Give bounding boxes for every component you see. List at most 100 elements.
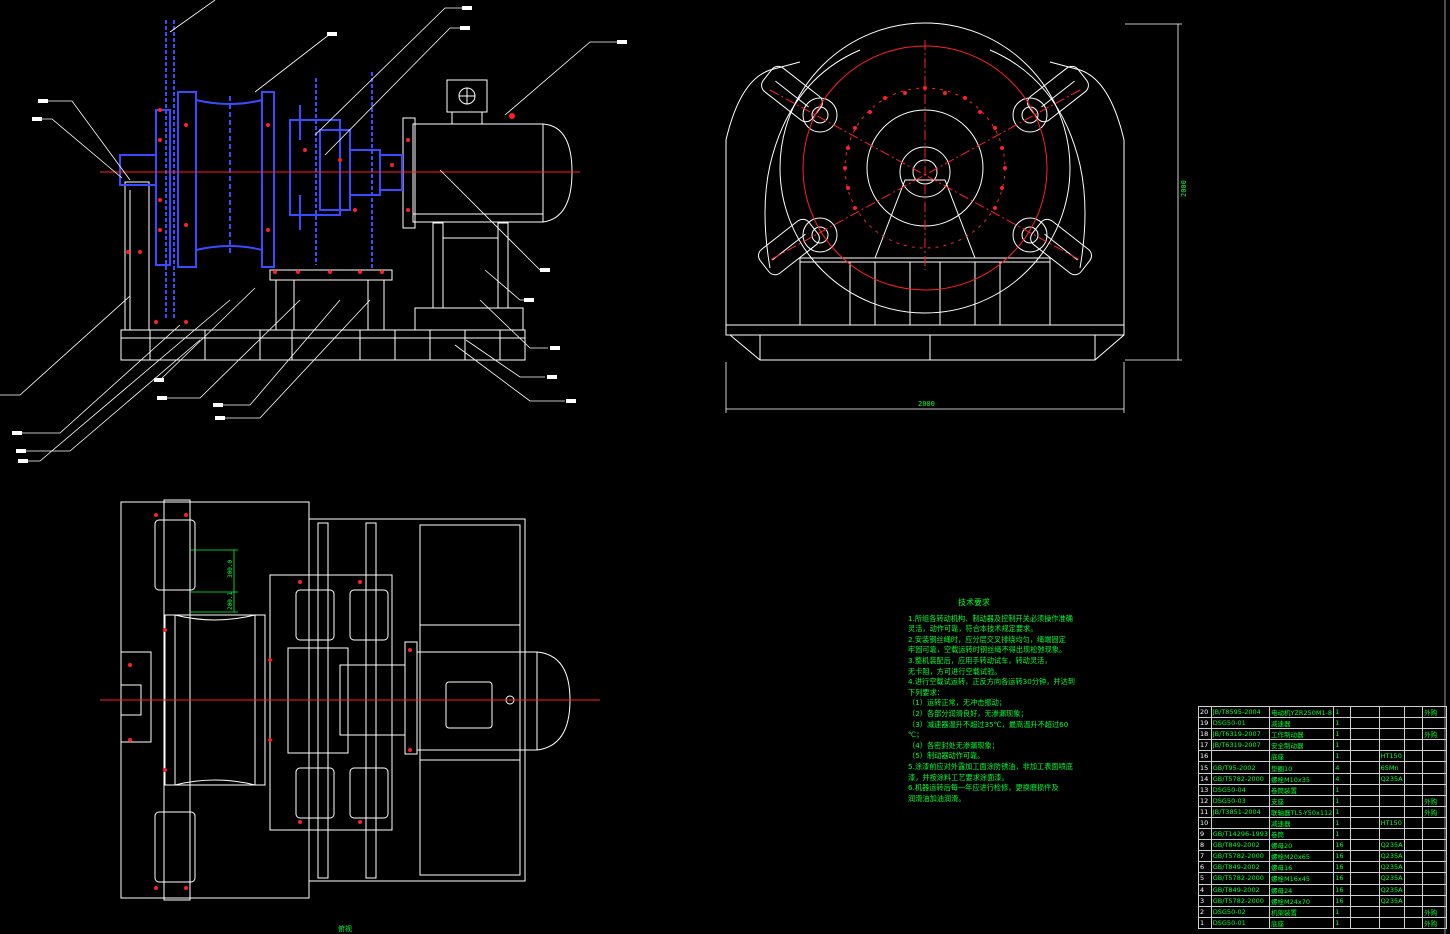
tech-requirement-line: （2）各部分润滑良好，无渗漏现象；: [908, 708, 1028, 718]
bom-cell: [1349, 761, 1380, 774]
bom-cell: 12: [1198, 794, 1212, 807]
bom-cell: Q235A: [1378, 850, 1405, 863]
bom-cell: [1403, 783, 1424, 796]
bom-cell: 8: [1198, 839, 1212, 852]
bom-cell: 底座: [1268, 750, 1335, 763]
bom-cell: 1: [1333, 828, 1351, 841]
bom-cell: DSG50-03: [1210, 794, 1271, 807]
bom-cell: [1403, 705, 1424, 719]
bom-cell: 外购: [1422, 705, 1447, 719]
bom-cell: [1349, 905, 1380, 918]
bom-cell: [1349, 717, 1380, 730]
bom-cell: 螺母20: [1268, 839, 1335, 852]
bom-cell: 外购: [1422, 805, 1447, 818]
tech-requirement-line: （4）各密封处无渗漏现象；: [908, 740, 999, 750]
bom-cell: 10: [1198, 816, 1212, 830]
bom-cell: HT150: [1378, 750, 1405, 763]
bom-cell: 1: [1333, 739, 1351, 752]
bom-cell: Q235A: [1378, 872, 1405, 885]
bom-cell: 螺母16: [1268, 861, 1335, 874]
front-section-view: [0, 0, 627, 463]
bom-cell: 螺栓M20x65: [1268, 850, 1335, 863]
bom-cell: [1422, 761, 1447, 774]
tech-requirements-title: 技术要求: [958, 598, 990, 607]
bom-cell: JB/T3851-2004: [1210, 805, 1271, 818]
tech-requirement-line: 1.所组各转动机构、制动器及控制开关必须操作准确: [908, 613, 1073, 623]
bom-cell: 1: [1333, 783, 1351, 796]
plan-dimension-a: 300.0: [227, 560, 234, 578]
bom-cell: DSG50-01: [1210, 717, 1271, 730]
bom-cell: 16: [1198, 750, 1212, 763]
bom-cell: HT150: [1378, 816, 1405, 830]
bom-cell: 螺栓M24x70: [1268, 894, 1335, 907]
tech-requirement-line: （5）制动器动作可靠。: [908, 751, 985, 761]
bom-cell: 6: [1198, 861, 1212, 874]
bom-cell: [1403, 805, 1424, 818]
bom-cell: [1349, 894, 1380, 907]
bom-cell: [1422, 816, 1447, 830]
bom-cell: [1349, 772, 1380, 785]
bom-cell: [1378, 794, 1405, 807]
bom-cell: 11: [1198, 805, 1212, 818]
bom-cell: Q235A: [1378, 883, 1405, 896]
bom-cell: 16: [1333, 872, 1351, 885]
bom-cell: [1349, 916, 1380, 929]
bom-cell: GB/T5782-2000: [1210, 850, 1271, 863]
tech-requirement-line: 漆，并按涂料工艺要求涂面漆。: [908, 772, 1009, 782]
bom-cell: [1378, 905, 1405, 918]
bom-cell: GB/T14296-1993: [1210, 828, 1271, 841]
bom-cell: 65Mn: [1378, 761, 1405, 774]
bom-cell: JB/T8595-2004: [1210, 705, 1271, 719]
tech-requirement-line: 6.机器运转后每一年应进行检修，更换磨损件及: [908, 783, 1059, 793]
plan-view: 300.0 200.1 俯视: [100, 499, 600, 933]
bom-cell: [1422, 739, 1447, 752]
bom-cell: GB/T849-2002: [1210, 839, 1271, 852]
bom-cell: [1422, 883, 1447, 896]
bom-cell: 15: [1198, 761, 1212, 774]
bom-cell: [1349, 750, 1380, 763]
bom-cell: [1422, 839, 1447, 852]
bom-cell: [1422, 861, 1447, 874]
bom-cell: 支座: [1268, 794, 1335, 807]
bom-cell: 4: [1333, 772, 1351, 785]
bom-cell: GB/T95-2002: [1210, 761, 1271, 774]
tech-requirement-line: 润滑油加油润滑。: [908, 793, 966, 803]
bom-cell: [1422, 783, 1447, 796]
tech-requirement-line: 3.整机装配后，应用手转动试车，转动灵活，: [908, 655, 1052, 665]
bom-cell: 工作制动器: [1268, 728, 1335, 741]
bom-cell: [1403, 739, 1424, 752]
bom-cell: 电动机YZR250M1-8: [1268, 705, 1335, 719]
bom-cell: [1378, 728, 1405, 741]
bom-cell: [1349, 828, 1380, 841]
tech-requirements-lines: 1.所组各转动机构、制动器及控制开关必须操作准确灵活，动作可靠，符合本技术规定要…: [908, 614, 1080, 805]
tech-requirement-line: （1）运转正常，无冲击振动；: [908, 698, 1007, 708]
bom-cell: [1403, 916, 1424, 929]
bom-cell: [1403, 761, 1424, 774]
bom-cell: 4: [1198, 883, 1212, 896]
side-width-dimension: 2000: [918, 400, 935, 408]
bom-cell: 17: [1198, 739, 1212, 752]
tech-requirement-line: 下列要求：: [908, 687, 944, 697]
bom-cell: 20: [1198, 705, 1212, 719]
bom-cell: 14: [1198, 772, 1212, 785]
bom-cell: 底座: [1268, 916, 1335, 929]
bom-cell: [1378, 828, 1405, 841]
bom-cell: 9: [1198, 828, 1212, 841]
bom-cell: 2: [1198, 905, 1212, 918]
bom-cell: 外购: [1422, 916, 1447, 929]
bom-cell: [1403, 750, 1424, 763]
bom-cell: 16: [1333, 894, 1351, 907]
tech-requirement-line: 无卡阻，方可进行空载试验。: [908, 666, 1002, 676]
technical-requirements: 技术要求 1.所组各转动机构、制动器及控制开关必须操作准确灵活，动作可靠，符合本…: [908, 598, 1080, 804]
bom-cell: 外购: [1422, 794, 1447, 807]
